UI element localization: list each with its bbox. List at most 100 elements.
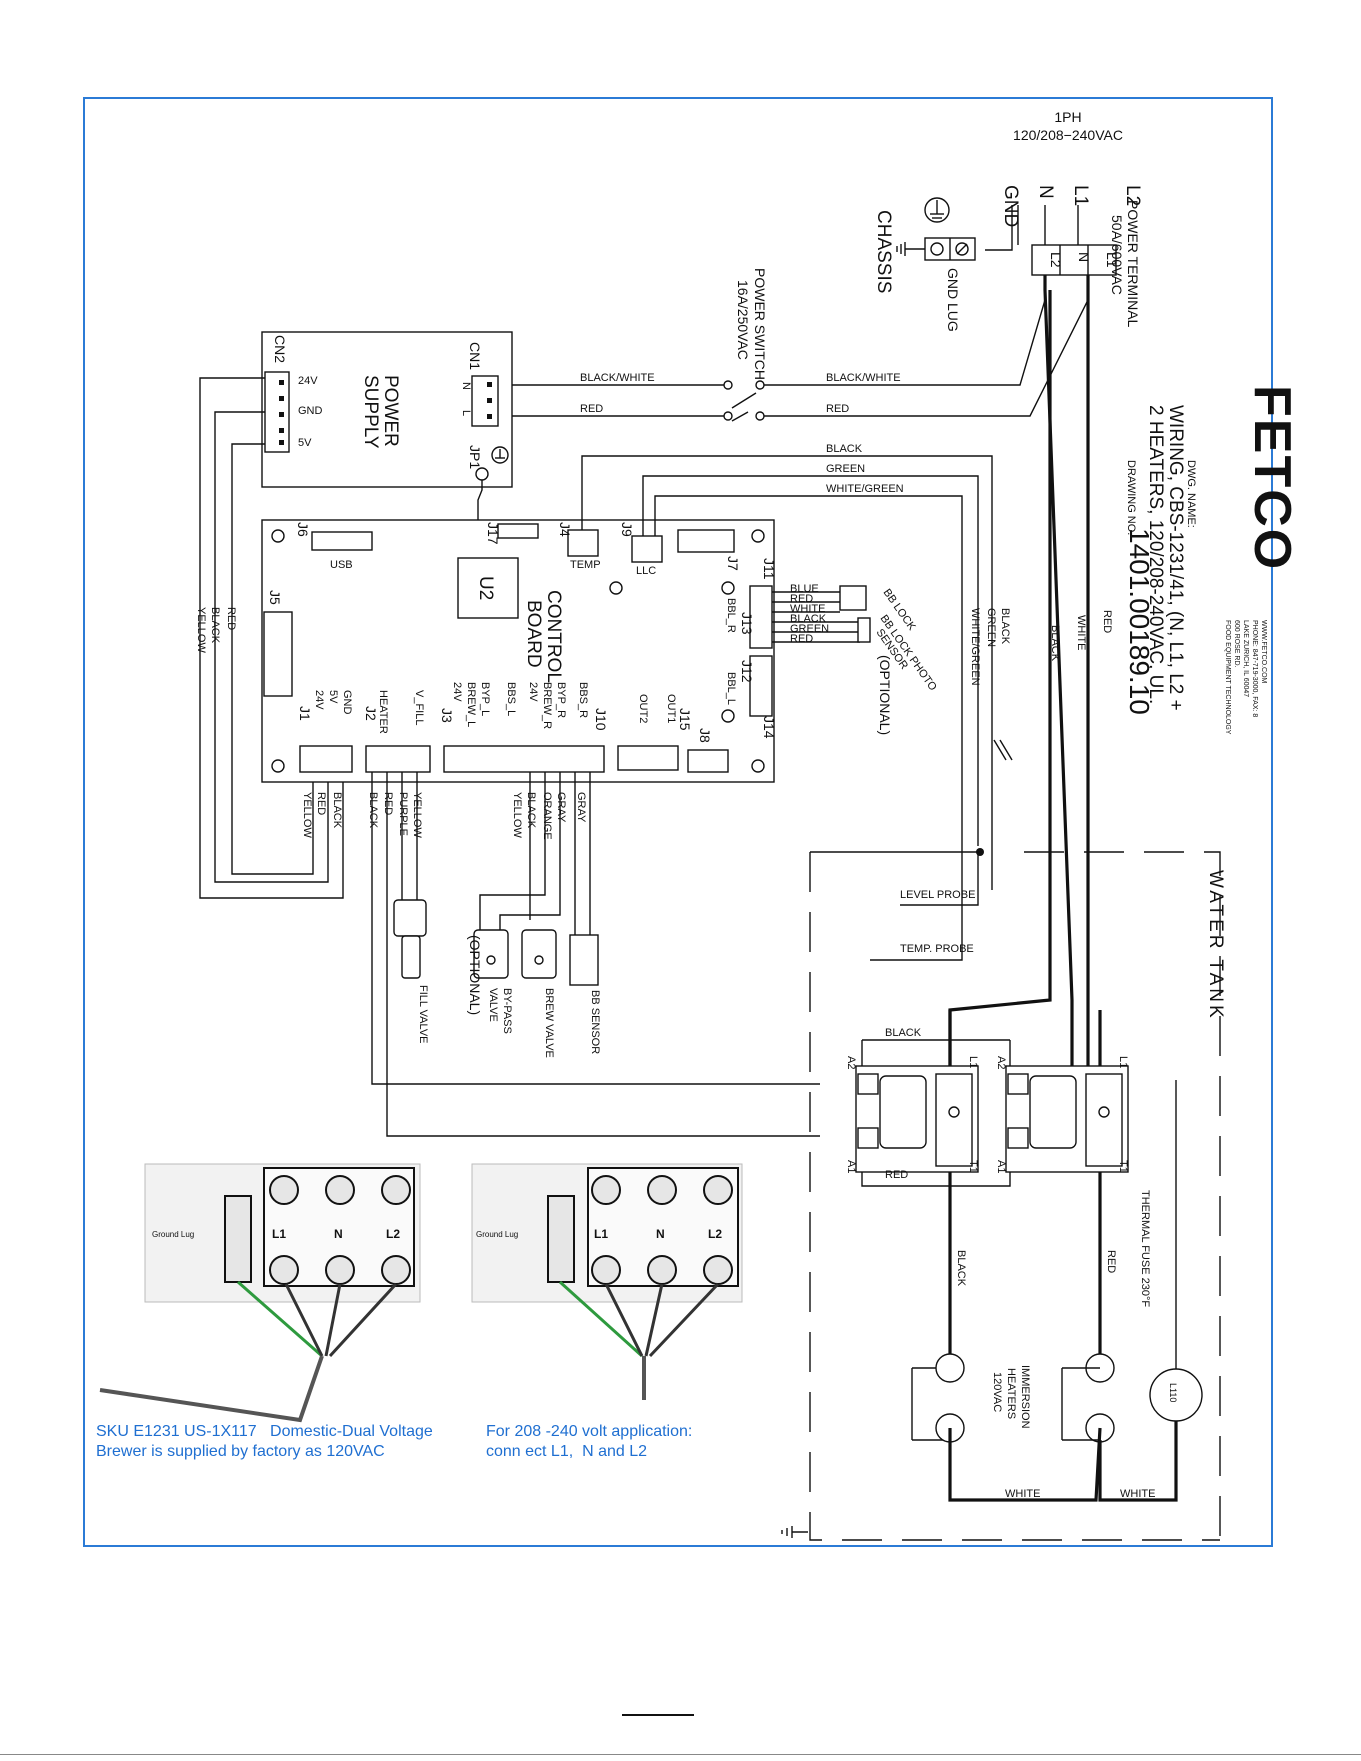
j2-pin-heater: HEATER <box>377 690 389 734</box>
j2-pin-vfill: V_FILL <box>413 690 425 725</box>
photo-left-n: N <box>334 1227 343 1241</box>
cn1-connector <box>471 375 499 427</box>
bb-wire-black: BLACK <box>790 613 827 625</box>
relay-left-a2: A2 <box>845 1056 857 1069</box>
pt-l2: L2 <box>1048 252 1064 268</box>
relay-right-l1: L1 <box>1117 1056 1129 1068</box>
bb-wire-white: WHITE <box>790 603 825 615</box>
photo-left-l2: L2 <box>386 1227 400 1241</box>
temp-probe-label: TEMP. PROBE <box>900 943 974 955</box>
n-white-label: WHITE <box>1075 615 1087 650</box>
photo-right-n: N <box>656 1227 665 1241</box>
black-wire <box>214 411 329 883</box>
llc-green-wire <box>642 475 979 846</box>
caption-left-line2: Brewer is supplied by factory as 120VAC <box>96 1443 385 1460</box>
n-terminal-label: N <box>1035 185 1056 199</box>
white-green-wire <box>654 495 963 850</box>
yellow-wire <box>199 377 344 899</box>
j15-label: J15 <box>677 708 693 731</box>
bottom-rule <box>0 1754 1361 1755</box>
j3-pin-bbs-l: BBS_L <box>505 682 517 716</box>
left-black-label: BLACK <box>209 607 221 644</box>
photo-left-l1: L1 <box>272 1227 286 1241</box>
thermal-fuse-label: THERMAL FUSE 230°F <box>1139 1190 1151 1307</box>
chassis-ground-icon <box>924 197 950 223</box>
j3-pin-bbs-r: BBS_R <box>577 682 589 718</box>
caption-right-line2: conn ect L1, N and L2 <box>486 1443 647 1460</box>
j5-connector <box>263 611 293 697</box>
bb-wire-red: RED <box>790 593 813 605</box>
j3-label: J3 <box>439 708 455 723</box>
red-label-1: RED <box>580 403 603 415</box>
cn2-connector <box>264 371 290 453</box>
l2-heavy-wire <box>948 290 1052 1080</box>
photo-right-terminal-block <box>471 1163 743 1400</box>
svg-text:GND: GND <box>1000 185 1021 227</box>
brew-valve-label: BREW VALVE <box>543 988 555 1058</box>
chassis-icon <box>896 242 906 256</box>
heater-right-element <box>1061 1367 1100 1441</box>
photo-right-l2: L2 <box>708 1227 722 1241</box>
cn1-n: N <box>460 382 472 390</box>
j3-yellow-label: YELLOW <box>511 792 523 838</box>
j3-orange-label: ORANGE <box>541 792 553 840</box>
j5-label: J5 <box>267 590 283 605</box>
svg-text:L2: L2 <box>1122 185 1143 206</box>
bbl-r-label: BBL_R <box>725 598 737 633</box>
power-switch <box>723 380 733 390</box>
heaters-label-3: 120VAC <box>991 1372 1003 1412</box>
j3-connector <box>443 745 605 773</box>
dwg-name-label: DWG. NAME: <box>1185 460 1197 528</box>
supply-phase: 1PH <box>1054 109 1081 125</box>
j1-black-label: BLACK <box>331 792 343 829</box>
supply-voltage: 120/208−240VAC <box>1013 127 1123 143</box>
cn2-label: CN2 <box>272 335 288 363</box>
relay-right-a1: A1 <box>995 1160 1007 1173</box>
j3-gray-label-2: GRAY <box>575 792 587 823</box>
heater-white-wire-2 <box>1098 1420 1178 1502</box>
relay-right-t1: T1 <box>1117 1160 1129 1173</box>
j12-j14-connector <box>749 655 773 717</box>
cn2-5v: 5V <box>298 437 312 449</box>
top-black-label: BLACK <box>826 443 863 455</box>
heater-white-label-1: WHITE <box>1005 1488 1040 1500</box>
tank-ground-icon <box>781 1526 808 1538</box>
svg-text:N: N <box>1035 185 1056 199</box>
bb-lock-optional-label: (OPTIONAL) <box>877 655 893 735</box>
j3-pin-24v-r: 24V <box>527 682 539 702</box>
svg-text:FOOD EQUIPMENT TECHNOLOGY: FOOD EQUIPMENT TECHNOLOGY <box>1224 620 1231 735</box>
usb-label: USB <box>330 559 353 571</box>
j2-connector <box>365 745 431 773</box>
power-supply-title1: POWER <box>380 375 401 447</box>
n-heavy-wire <box>1043 275 1074 1080</box>
temp-probe <box>870 850 963 961</box>
gnd-wire <box>985 205 1013 251</box>
j14-label: J14 <box>761 716 777 739</box>
photo-left-ground-lug: Ground Lug <box>152 1230 194 1239</box>
j2-label: J2 <box>363 706 379 721</box>
top-green-label: GREEN <box>826 463 865 475</box>
power-terminal-block <box>1031 244 1117 276</box>
fuse-id-label: L110 <box>1168 1383 1178 1402</box>
j1-connector <box>299 745 353 773</box>
j15-connector <box>617 745 679 771</box>
j15-pin-out1: OUT1 <box>665 694 677 723</box>
relay-right-a2: A2 <box>995 1056 1007 1069</box>
cn2-24v: 24V <box>298 375 318 387</box>
fetco-logo: FETCO <box>1243 385 1301 571</box>
j1-yellow-label: YELLOW <box>301 792 313 838</box>
l1-terminal-label: L1 <box>1070 185 1091 206</box>
svg-text:WWW.FETCO.COM: WWW.FETCO.COM <box>1260 620 1267 684</box>
j4-label: J4 <box>557 522 573 537</box>
j1-label: J1 <box>297 706 313 721</box>
svg-text:FETCO: FETCO <box>1243 385 1301 571</box>
temp-black-wire <box>581 455 993 890</box>
brew-valve <box>521 929 557 979</box>
drawing-number: 1401.00189.10 <box>1124 528 1155 715</box>
relay-red-label: RED <box>885 1169 908 1181</box>
bypass-label-1: BY-PASS <box>501 988 513 1034</box>
dwg-name-line2: 2 HEATERS, 120/208-240VAC, UL. <box>1145 405 1166 704</box>
j3-black-label: BLACK <box>525 792 537 829</box>
j3-pin-24v-l: 24V <box>451 682 463 702</box>
